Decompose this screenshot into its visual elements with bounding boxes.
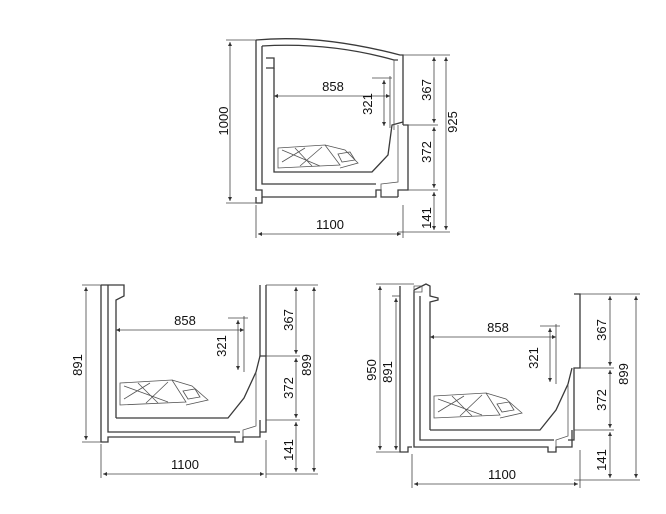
dim-right-stack: 367 372 141 925 [398, 54, 460, 233]
dim-inner-height: 321 [360, 77, 392, 126]
dim-inner-height: 321 [526, 325, 560, 382]
dim-label-inner-width: 858 [322, 79, 344, 94]
dim-label-mid: 372 [281, 377, 296, 399]
dim-right-stack: 367 372 141 899 [574, 293, 640, 481]
cabinet-outline [100, 284, 267, 443]
dim-label-inner-height: 321 [526, 347, 541, 369]
cabinet-outline [255, 38, 409, 204]
dim-label-mid: 372 [419, 141, 434, 163]
dim-label-right-total: 899 [299, 354, 314, 376]
dim-label-top-gap: 367 [419, 79, 434, 101]
dim-inner-height: 321 [214, 317, 248, 370]
dim-label-inner-width: 858 [487, 320, 509, 335]
drawing-bottom-right: 950 891 858 321 367 372 14 [364, 283, 640, 488]
dim-label-height: 1000 [216, 107, 231, 136]
cabinet-outline [399, 283, 581, 453]
dim-height: 1000 [216, 39, 256, 204]
dim-label-height: 891 [70, 354, 85, 376]
dim-label-right-total: 925 [445, 111, 460, 133]
dim-right-stack: 367 372 141 899 [266, 284, 318, 475]
dim-height: 891 [380, 295, 400, 450]
dim-inner-width: 858 [116, 313, 245, 372]
dim-height-outer: 950 [364, 283, 414, 453]
dim-width: 1100 [411, 450, 581, 488]
dim-width: 1100 [255, 205, 404, 238]
dim-label-height: 891 [380, 361, 395, 383]
dim-label-height-outer: 950 [364, 359, 379, 381]
dim-label-width: 1100 [316, 217, 344, 232]
dim-label-bottom: 141 [281, 439, 296, 461]
dim-label-inner-height: 321 [214, 335, 229, 357]
dim-inner-width: 858 [430, 320, 557, 384]
dim-height: 891 [70, 284, 101, 443]
dim-label-inner-height: 321 [360, 93, 375, 115]
dim-label-bottom: 141 [594, 449, 609, 471]
dim-label-inner-width: 858 [174, 313, 196, 328]
drawing-top: 1000 858 321 367 372 141 925 [216, 38, 460, 238]
dim-label-top-gap: 367 [594, 319, 609, 341]
dim-label-top-gap: 367 [281, 309, 296, 331]
dim-inner-width: 858 [274, 76, 391, 128]
dim-label-right-total: 899 [616, 363, 631, 385]
dim-label-width: 1100 [171, 457, 199, 472]
drawing-bottom-left: 891 858 321 367 372 141 899 [70, 284, 318, 478]
dim-width: 1100 [100, 440, 267, 478]
dim-label-width: 1100 [488, 467, 516, 482]
dim-label-mid: 372 [594, 389, 609, 411]
dim-label-bottom: 141 [419, 207, 434, 229]
